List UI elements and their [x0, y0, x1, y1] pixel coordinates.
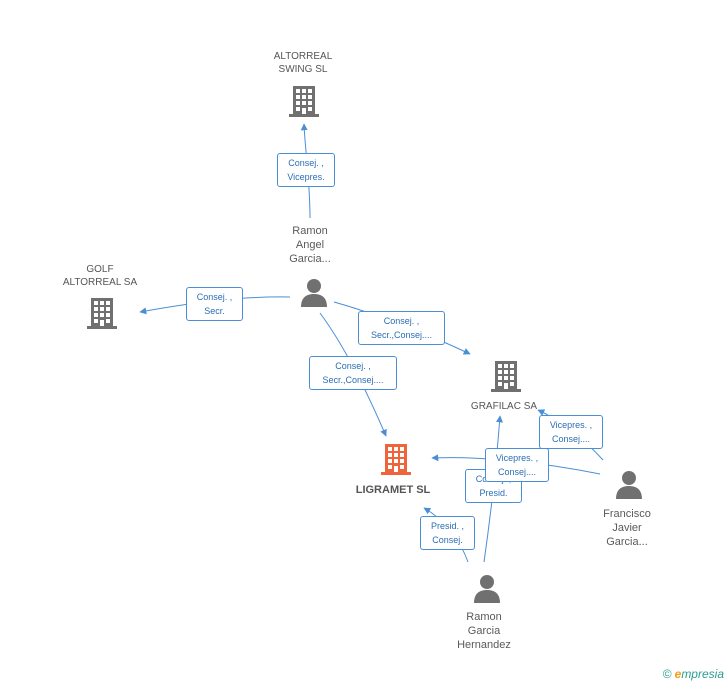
- edge-label-e4[interactable]: Consej. , Secr.,Consej....: [309, 356, 397, 390]
- edge-label-e2[interactable]: Consej. , Secr.: [186, 287, 243, 321]
- edge-label-e3[interactable]: Consej. , Secr.,Consej....: [358, 311, 445, 345]
- label-line: LIGRAMET SL: [355, 484, 431, 496]
- node-label-ramon-garcia[interactable]: Ramon Garcia Hernandez: [444, 610, 524, 652]
- building-icon: [289, 86, 319, 117]
- label-line: Ramon: [292, 225, 328, 237]
- edge-label-line: Consej....: [497, 467, 537, 477]
- building-icon: [491, 361, 521, 392]
- edge-label-line: Presid.: [479, 488, 508, 498]
- label-line: SWING SL: [278, 64, 328, 75]
- node-label-altorreal-swing[interactable]: ALTORREAL SWING SL: [258, 50, 348, 76]
- person-icon: [616, 471, 642, 499]
- label-line: GRAFILAC SA: [470, 401, 538, 412]
- edge-label-line: Consej.: [432, 535, 463, 545]
- node-label-grafilac[interactable]: GRAFILAC SA: [456, 400, 552, 413]
- node-label-francisco[interactable]: Francisco Javier Garcia...: [587, 507, 667, 549]
- edge-label-line: Vicepres.: [287, 172, 325, 182]
- edge-label-line: Consej....: [551, 434, 591, 444]
- edge-label-line: Secr.,Consej....: [370, 330, 433, 340]
- edge-label-line: Secr.: [204, 306, 225, 316]
- label-line: Javier: [612, 522, 642, 534]
- label-line: GOLF: [86, 264, 114, 275]
- edge-label-line: Consej. ,: [288, 158, 324, 168]
- edge-label-line: Consej. ,: [335, 361, 371, 371]
- edge-label-line: Consej. ,: [383, 316, 420, 326]
- node-label-ramon-angel[interactable]: Ramon Angel Garcia...: [270, 224, 350, 266]
- building-icon: [87, 298, 117, 329]
- node-label-ligramet[interactable]: LIGRAMET SL: [343, 483, 443, 497]
- edge-label-e5[interactable]: Vicepres. , Consej....: [539, 415, 603, 449]
- building-icon: [381, 444, 411, 475]
- label-line: Garcia...: [606, 536, 648, 548]
- brand-footer[interactable]: ©empresia: [663, 667, 724, 681]
- edge-label-e8[interactable]: Presid. , Consej.: [420, 516, 475, 550]
- label-line: Francisco: [603, 508, 651, 520]
- brand-name: mpresia: [681, 667, 724, 681]
- edge-label-e1[interactable]: Consej. , Vicepres.: [277, 153, 335, 187]
- copyright-icon: ©: [662, 667, 672, 681]
- label-line: Hernandez: [457, 639, 511, 651]
- brand-initial: e: [674, 667, 682, 681]
- edge-label-line: Vicepres. ,: [549, 420, 593, 430]
- person-icon: [301, 279, 327, 307]
- edge-label-e6[interactable]: Vicepres. , Consej....: [485, 448, 549, 482]
- person-icon: [474, 575, 500, 603]
- edge-label-line: Consej. ,: [196, 292, 233, 302]
- label-line: ALTORREAL SA: [62, 277, 138, 288]
- edge-label-line: Secr.,Consej....: [322, 375, 384, 385]
- label-line: Angel: [295, 239, 325, 251]
- node-label-golf-altorreal[interactable]: GOLF ALTORREAL SA: [50, 263, 150, 289]
- edge-label-line: Vicepres. ,: [495, 453, 539, 463]
- edge-label-line: Presid. ,: [430, 521, 464, 531]
- label-line: Garcia...: [289, 253, 331, 265]
- label-line: ALTORREAL: [273, 51, 333, 62]
- label-line: Garcia: [467, 625, 501, 637]
- label-line: Ramon: [466, 611, 502, 623]
